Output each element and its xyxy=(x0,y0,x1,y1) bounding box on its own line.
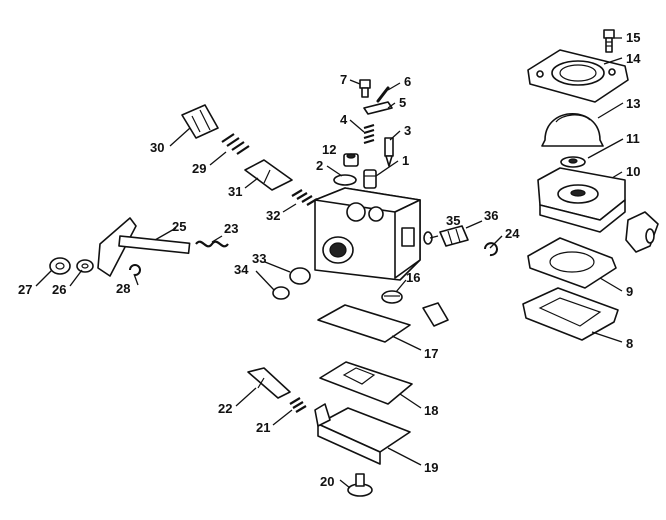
callout-4: 4 xyxy=(340,112,348,127)
part-26-washer xyxy=(76,259,94,273)
callout-29: 29 xyxy=(192,161,206,176)
part-34-screw xyxy=(272,286,290,300)
callout-22: 22 xyxy=(218,401,232,416)
part-31-adjust-screw xyxy=(244,159,293,191)
callout-28: 28 xyxy=(116,281,130,296)
callout-19: 19 xyxy=(424,460,438,475)
part-5-lever xyxy=(363,101,393,115)
callout-6: 6 xyxy=(404,74,411,89)
callout-33: 33 xyxy=(252,251,266,266)
callout-18: 18 xyxy=(424,403,438,418)
part-18-metering-plate xyxy=(319,361,413,405)
callout-36: 36 xyxy=(484,208,498,223)
part-3-needle xyxy=(384,137,394,167)
callout-13: 13 xyxy=(626,96,640,111)
part-11-valve xyxy=(560,156,586,168)
callout-7: 7 xyxy=(340,72,347,87)
leader-lines xyxy=(35,37,624,489)
callout-35: 35 xyxy=(446,213,460,228)
callout-2: 2 xyxy=(316,158,323,173)
part-13-primer-bulb xyxy=(541,112,604,147)
callout-25: 25 xyxy=(172,219,186,234)
part-12-plug xyxy=(343,153,359,167)
part-1-valve-seat xyxy=(363,169,377,189)
part-6-pin xyxy=(376,86,390,103)
part-22-adjust-screw xyxy=(247,367,291,399)
part-33-disc xyxy=(289,267,311,285)
part-16-filter xyxy=(381,290,403,304)
part-28-clip xyxy=(129,264,141,276)
part-30-adjust-screw xyxy=(181,104,219,139)
callout-17: 17 xyxy=(424,346,438,361)
callout-20: 20 xyxy=(320,474,334,489)
callout-10: 10 xyxy=(626,164,640,179)
callout-3: 3 xyxy=(404,123,411,138)
callout-8: 8 xyxy=(626,336,633,351)
callout-27: 27 xyxy=(18,282,32,297)
callout-21: 21 xyxy=(256,420,270,435)
part-32-spring xyxy=(291,189,318,206)
callout-15: 15 xyxy=(626,30,640,45)
callout-labels: 1 2 3 4 5 6 7 8 9 10 11 12 13 14 15 16 1… xyxy=(18,30,641,489)
part-25-throttle-shaft xyxy=(97,217,191,277)
part-24-clip xyxy=(484,242,498,257)
callout-24: 24 xyxy=(505,226,520,241)
carburetor-body xyxy=(314,187,421,281)
part-8-diaphragm xyxy=(522,287,619,341)
callout-30: 30 xyxy=(150,140,164,155)
callout-12: 12 xyxy=(322,142,336,157)
part-15-screw xyxy=(603,29,615,53)
part-27-nut xyxy=(49,257,71,275)
part-9-gasket xyxy=(527,237,617,289)
part-21-spring xyxy=(289,397,307,413)
callout-16: 16 xyxy=(406,270,420,285)
callout-32: 32 xyxy=(266,208,280,223)
callout-1: 1 xyxy=(402,153,409,168)
part-7-screw xyxy=(359,79,371,98)
part-10-pump-body xyxy=(537,167,659,253)
part-23-spring xyxy=(195,240,229,248)
part-19-cover xyxy=(314,403,411,465)
callout-23: 23 xyxy=(224,221,238,236)
part-17-gasket xyxy=(317,302,449,343)
part-4-spring xyxy=(363,123,375,145)
callout-14: 14 xyxy=(626,51,641,66)
part-14-pump-cover xyxy=(527,49,629,103)
part-29-spring xyxy=(221,133,250,155)
callout-34: 34 xyxy=(234,262,249,277)
callout-11: 11 xyxy=(626,131,640,146)
callout-9: 9 xyxy=(626,284,633,299)
callout-31: 31 xyxy=(228,184,242,199)
callout-26: 26 xyxy=(52,282,66,297)
part-2-disc xyxy=(333,174,357,186)
callout-5: 5 xyxy=(399,95,406,110)
part-36-screw xyxy=(439,225,469,247)
part-20-screw xyxy=(347,473,373,497)
